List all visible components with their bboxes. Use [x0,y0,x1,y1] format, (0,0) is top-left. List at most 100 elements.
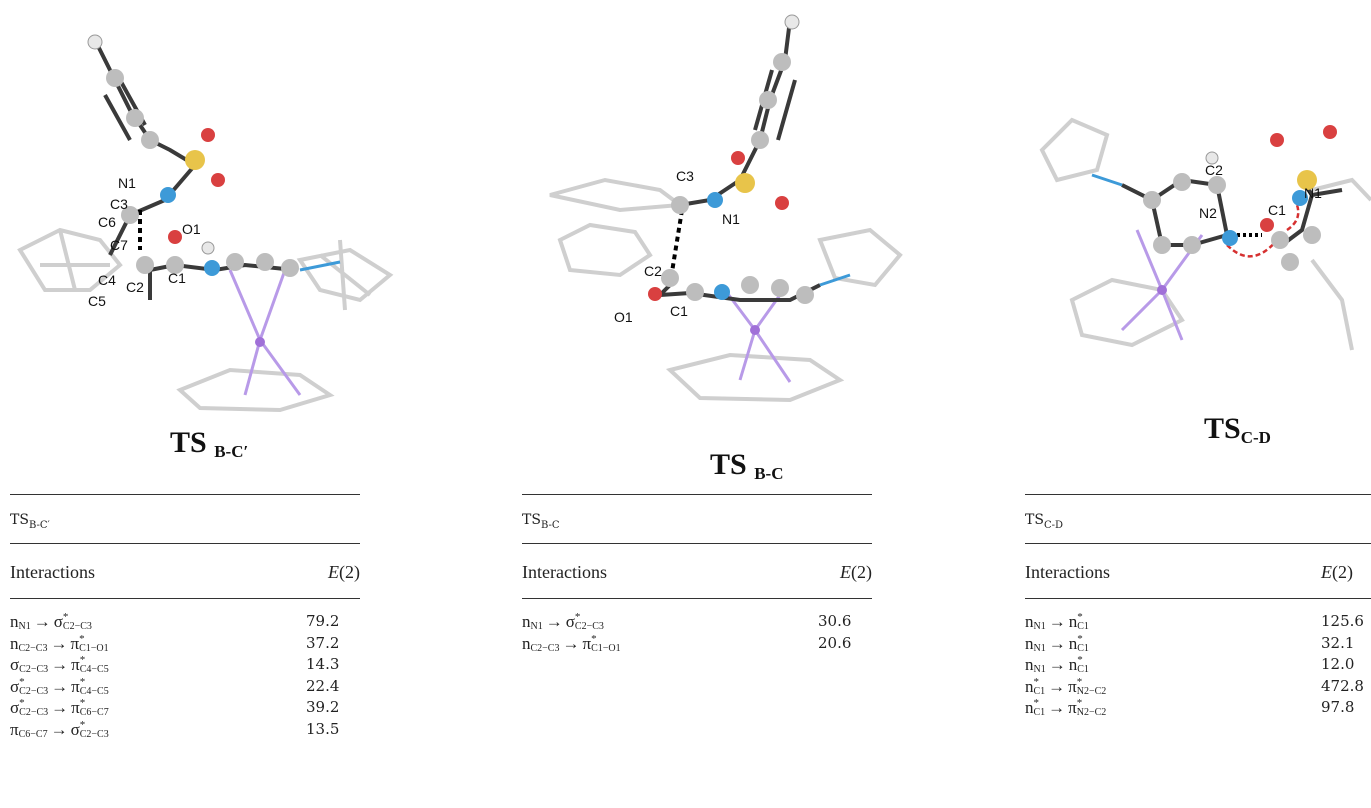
subscript: N1 [1033,642,1046,654]
arrow-icon: → [51,698,69,717]
atom-label: C1 [168,270,186,286]
donor-orbital: n [1025,633,1034,653]
arrow-icon: → [562,633,580,653]
energy-value: 30.6 [818,612,852,630]
interaction-expression: n C2−C3→π*C1−O1 [522,632,621,654]
interaction-expression: σ*C2−C3→π*C6−C7 [10,698,109,718]
panel-ts-cd: C2 N2 C1 N1 TSC-D TSC-D Interactions E(2… [1012,0,1371,808]
table-header-rule [10,598,360,599]
atom-label: C3 [110,196,128,212]
nbo-table: TSB-C Interactions E(2) n N1→σ*C2−C3 30.6… [522,494,872,794]
subscript: C4−C5 [79,664,109,676]
column-header-energy: E(2) [840,562,872,582]
acceptor-orbital: n [1068,633,1078,653]
atom-label: N1 [1304,185,1322,201]
subscript: C1 [1033,707,1046,719]
subscript: N1 [1033,621,1046,633]
superscript: * [62,611,69,624]
arrow-icon: → [1048,612,1066,631]
acceptor-orbital: π [70,633,80,653]
arrow-icon: → [1048,698,1066,717]
energy-value: 125.6 [1321,612,1364,630]
subscript: C1 [1033,685,1046,697]
donor-orbital: n [1025,698,1034,717]
superscript: * [79,632,85,645]
column-header-interactions: Interactions [1025,562,1110,582]
structure-title: TSC-D [1204,412,1271,447]
interaction-expression: σ*C2−C3→π*C4−C5 [10,676,109,697]
subscript: N2−C2 [1076,707,1107,719]
energy-value: 472.8 [1321,676,1364,695]
subscript: C6−C7 [18,728,48,740]
subscript: C2−C3 [19,707,49,719]
interaction-expression: n N1→n*C1 [1025,633,1089,654]
energy-value: 32.1 [1321,633,1355,652]
table-row: n*C1→π*N2−C2 472.8 [1025,676,1371,699]
column-header-energy: E(2) [1321,562,1353,582]
atom-label: O1 [614,309,633,325]
energy-value: 12.0 [1321,655,1355,673]
column-header-interactions: Interactions [522,562,607,582]
acceptor-orbital: σ [53,612,63,631]
atom-label: N1 [722,211,740,227]
arrow-icon: → [33,612,51,631]
atom-label: N1 [118,175,136,191]
subscript: C2−C3 [19,664,49,676]
acceptor-orbital: σ [565,612,575,631]
acceptor-orbital: σ [70,719,80,739]
arrow-icon: → [50,719,68,739]
subscript: C2−C3 [18,642,48,654]
subscript: N1 [1033,664,1046,676]
table-row: σ*C2−C3→π*C6−C7 39.2 [10,698,360,720]
atom-label: C1 [670,303,688,319]
donor-orbital: σ [10,676,20,696]
table-top-rule [10,494,360,495]
arrow-icon: → [50,633,68,653]
interaction-expression: n C2−C3→π*C1−O1 [10,632,109,654]
subscript: C1 [1077,664,1089,676]
arrow-icon: → [51,655,69,674]
acceptor-orbital: n [1068,612,1078,631]
molecule-ts-bc: C3 N1 C2 O1 C1 [549,14,903,403]
interaction-expression: n N1→σ*C2−C3 [522,612,604,632]
superscript: * [1077,654,1083,667]
subscript: N1 [530,621,543,633]
arrow-icon: → [1048,676,1066,696]
subscript: C2−C3 [530,642,560,654]
table-row: n N1→n*C1 32.1 [1025,633,1371,656]
table-row: n N1→n*C1 12.0 [1025,655,1371,677]
interaction-expression: n*C1→π*N2−C2 [1025,698,1106,718]
interaction-expression: n N1→n*C1 [1025,655,1089,675]
atom-label: C4 [98,272,116,288]
table-label: TSC-D [1025,512,1063,531]
arrow-icon: → [545,612,563,631]
energy-value: 39.2 [306,698,340,716]
structure-title: TS B-C [710,448,784,483]
table-top-rule [1025,494,1371,495]
energy-value: 14.3 [306,655,340,673]
table-row: n N1→σ*C2−C3 30.6 [522,612,872,634]
table-label: TSB-C [522,512,560,531]
acceptor-orbital: π [71,676,80,696]
acceptor-orbital: π [582,633,592,653]
atom-label: C2 [644,263,662,279]
subscript: N2−C2 [1076,685,1107,697]
subscript: C1−O1 [79,642,109,654]
arrow-icon: → [1048,633,1066,653]
donor-orbital: n [10,633,19,653]
table-label: TSB-C′ [10,512,50,531]
superscript: * [591,632,597,645]
interaction-expression: n*C1→π*N2−C2 [1025,676,1107,697]
panel-ts-bc: C3 N1 C2 O1 C1 TS B-C TSB-C Interactions… [510,0,910,808]
subscript: N1 [18,621,31,633]
energy-value: 79.2 [306,612,340,630]
subscript: C6−C7 [79,707,109,719]
subscript: C1−O1 [591,642,621,654]
atom-label: C1 [1268,202,1286,218]
superscript: * [79,654,86,667]
